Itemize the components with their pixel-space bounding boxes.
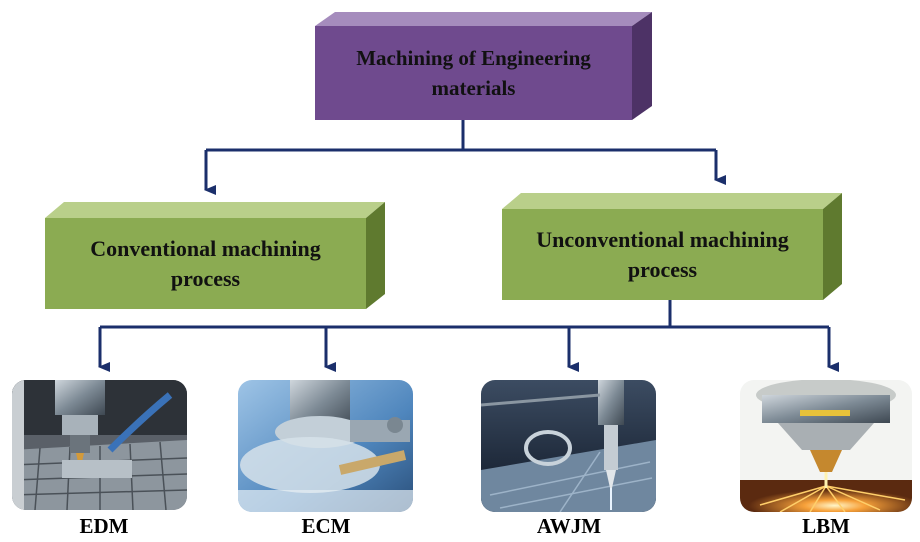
conventional-node-shape <box>45 202 385 309</box>
unconventional-node-shape <box>502 193 842 300</box>
ecm-machine-photo <box>238 380 413 512</box>
process-label-awjm: AWJM <box>536 514 602 538</box>
root-node-line2: materials <box>431 76 516 100</box>
conventional-node-line1: Conventional machining <box>90 235 321 261</box>
root-node-line1: Machining of Engineering <box>356 46 591 70</box>
waterjet-cutting-photo <box>481 380 656 512</box>
connector-root <box>204 120 726 195</box>
unconventional-node-label: Unconventional machining process <box>502 209 823 300</box>
conventional-node-line2: process <box>170 265 241 291</box>
laser-cutting-photo <box>740 380 912 512</box>
process-label-ecm: ECM <box>301 514 351 538</box>
root-node-shape <box>315 12 652 120</box>
conventional-node-label: Conventional machining process <box>45 218 366 309</box>
process-label-lbm: LBM <box>802 514 850 538</box>
unconventional-node-line2: process <box>627 256 698 282</box>
connector-unconventional <box>98 300 839 372</box>
unconventional-node-line1: Unconventional machining <box>536 226 789 252</box>
root-node-label: Machining of Engineering materials <box>315 26 632 120</box>
process-label-edm: EDM <box>79 514 129 538</box>
edm-machine-photo <box>12 380 187 510</box>
